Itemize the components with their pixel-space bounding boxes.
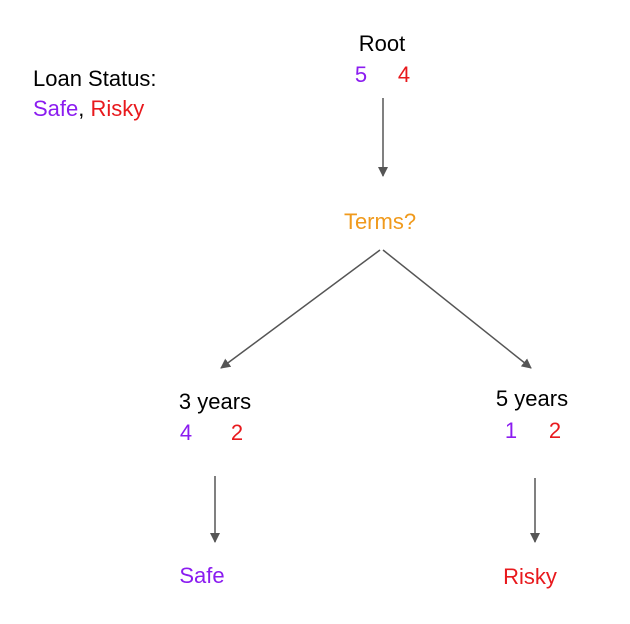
split-question: Terms? xyxy=(343,209,417,234)
legend-title: Loan Status: xyxy=(33,66,157,91)
right-risky-count: 2 xyxy=(548,418,562,443)
left-safe-count: 4 xyxy=(179,420,193,445)
edge-split-to-right xyxy=(382,249,532,369)
left-leaf-prediction: Safe xyxy=(179,563,225,588)
right-safe-count: 1 xyxy=(504,418,518,443)
legend-classes: Safe, Risky xyxy=(33,98,144,120)
right-node-label: 5 years xyxy=(495,386,569,411)
left-risky-count: 2 xyxy=(230,420,244,445)
root-node-label: Root xyxy=(358,31,406,56)
root-risky-count: 4 xyxy=(397,62,411,87)
right-leaf-prediction: Risky xyxy=(503,564,557,589)
legend-separator: , xyxy=(78,96,91,121)
legend-safe-label: Safe xyxy=(33,96,79,121)
legend-risky-label: Risky xyxy=(90,96,145,121)
edge-split-to-left xyxy=(220,249,381,369)
root-safe-count: 5 xyxy=(354,62,368,87)
left-node-label: 3 years xyxy=(178,389,252,414)
